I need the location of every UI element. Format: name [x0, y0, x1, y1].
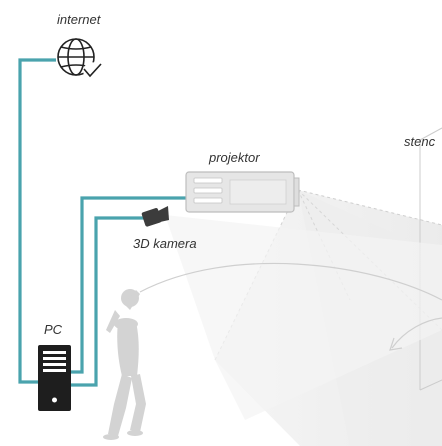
video-camera-icon	[141, 206, 169, 227]
projector-label: projektor	[209, 150, 260, 165]
camera-view-cone	[165, 215, 442, 420]
camera-label: 3D kamera	[133, 236, 197, 251]
desktop-tower-icon	[38, 345, 71, 411]
globe-check-icon	[57, 38, 102, 80]
throw-arc	[139, 262, 442, 351]
cable-pc-projector	[70, 196, 188, 374]
cables	[18, 58, 188, 387]
internet-label: internet	[57, 12, 101, 27]
screen-label: stenc	[404, 134, 436, 149]
cable-pc-camera	[70, 216, 146, 387]
projector-icon	[185, 171, 300, 213]
cable-internet-pc	[18, 58, 56, 384]
basketball-player-silhouette	[103, 289, 146, 440]
pc-label: PC	[44, 322, 63, 337]
